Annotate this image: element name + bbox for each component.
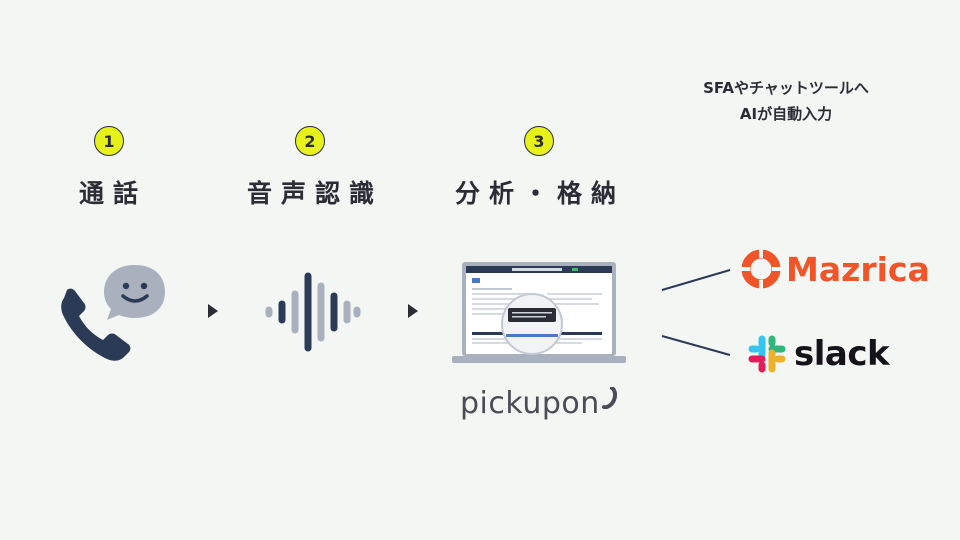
sound-wave-icon	[262, 270, 362, 354]
slack-logo: slack	[748, 334, 890, 374]
flow-arrow-1	[208, 304, 218, 318]
step-2-title: 音声認識	[246, 179, 383, 208]
mazrica-logo-icon	[740, 248, 782, 290]
pickupon-logo: pickupon	[460, 386, 618, 421]
integration-note-line1: SFAやチャットツールへ	[703, 79, 869, 97]
flow-arrow-2	[408, 304, 418, 318]
phone-chat-icon	[55, 260, 170, 365]
connector-lines	[661, 269, 731, 356]
pickupon-handset-icon	[601, 386, 618, 413]
laptop-dashboard-icon	[452, 262, 626, 366]
integration-note: SFAやチャットツールへ AIが自動入力	[656, 75, 916, 127]
slack-wordmark: slack	[794, 334, 890, 374]
step-2-badge: 2	[295, 126, 325, 156]
mazrica-logo: Mazrica	[740, 248, 930, 290]
mazrica-wordmark: Mazrica	[786, 249, 930, 289]
step-1-title: 通話	[78, 179, 147, 208]
pickupon-wordmark: pickupon	[460, 386, 600, 421]
step-3-title: 分析・格納	[454, 179, 625, 208]
step-3-badge: 3	[524, 126, 554, 156]
slack-logo-icon	[748, 335, 786, 373]
integration-note-line2: AIが自動入力	[739, 105, 833, 123]
step-1-badge: 1	[94, 126, 124, 156]
